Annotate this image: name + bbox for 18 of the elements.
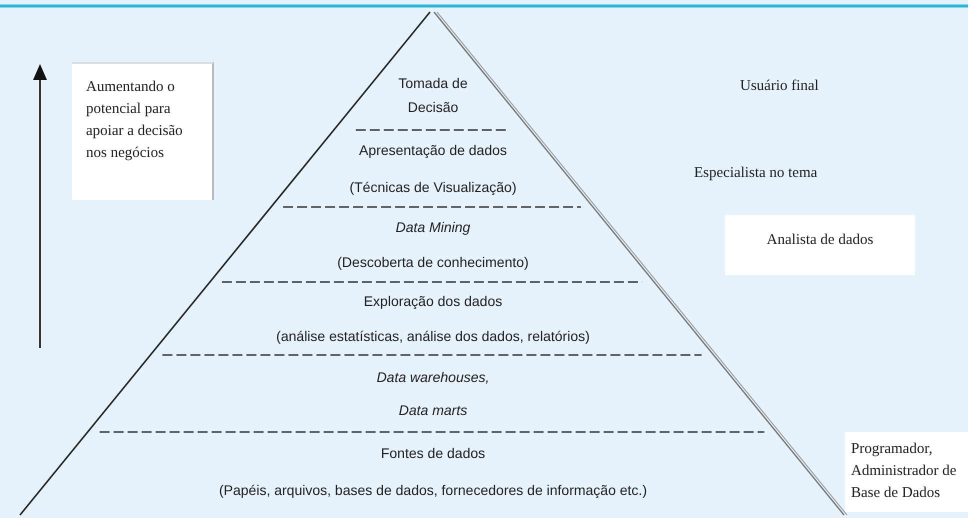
role-label: Programador, Administrador de Base de Dados [851,440,958,503]
layer-title: Tomada de Decisão [397,74,469,117]
role-label: Analista de dados [766,231,874,250]
layer-description: (Papéis, arquivos, bases de dados, fornecedores de informação etc.) [218,482,647,498]
layer-title: Apresentação de dados [359,142,507,158]
side-note [72,62,214,200]
layer-title: Exploração dos dados [364,293,502,310]
role-label: Usuário final [740,78,819,95]
role-box [845,432,968,512]
note-text: Aumentando o potencial para apoiar a decisão nos negócios [86,78,184,163]
role-box [725,215,915,275]
layer-title: Data Mining [396,218,470,235]
role-label: Especialista no tema [694,165,818,182]
layer-description: (análise estatísticas, análise dos dados, relatórios) [276,328,590,344]
layer-description: (Descoberta de conhecimento) [337,254,529,270]
layer-description: (Técnicas de Visualização) [349,178,516,195]
layer-title: Fontes de dados [380,444,486,460]
layer-title: Data warehouses, Data marts [376,368,490,420]
